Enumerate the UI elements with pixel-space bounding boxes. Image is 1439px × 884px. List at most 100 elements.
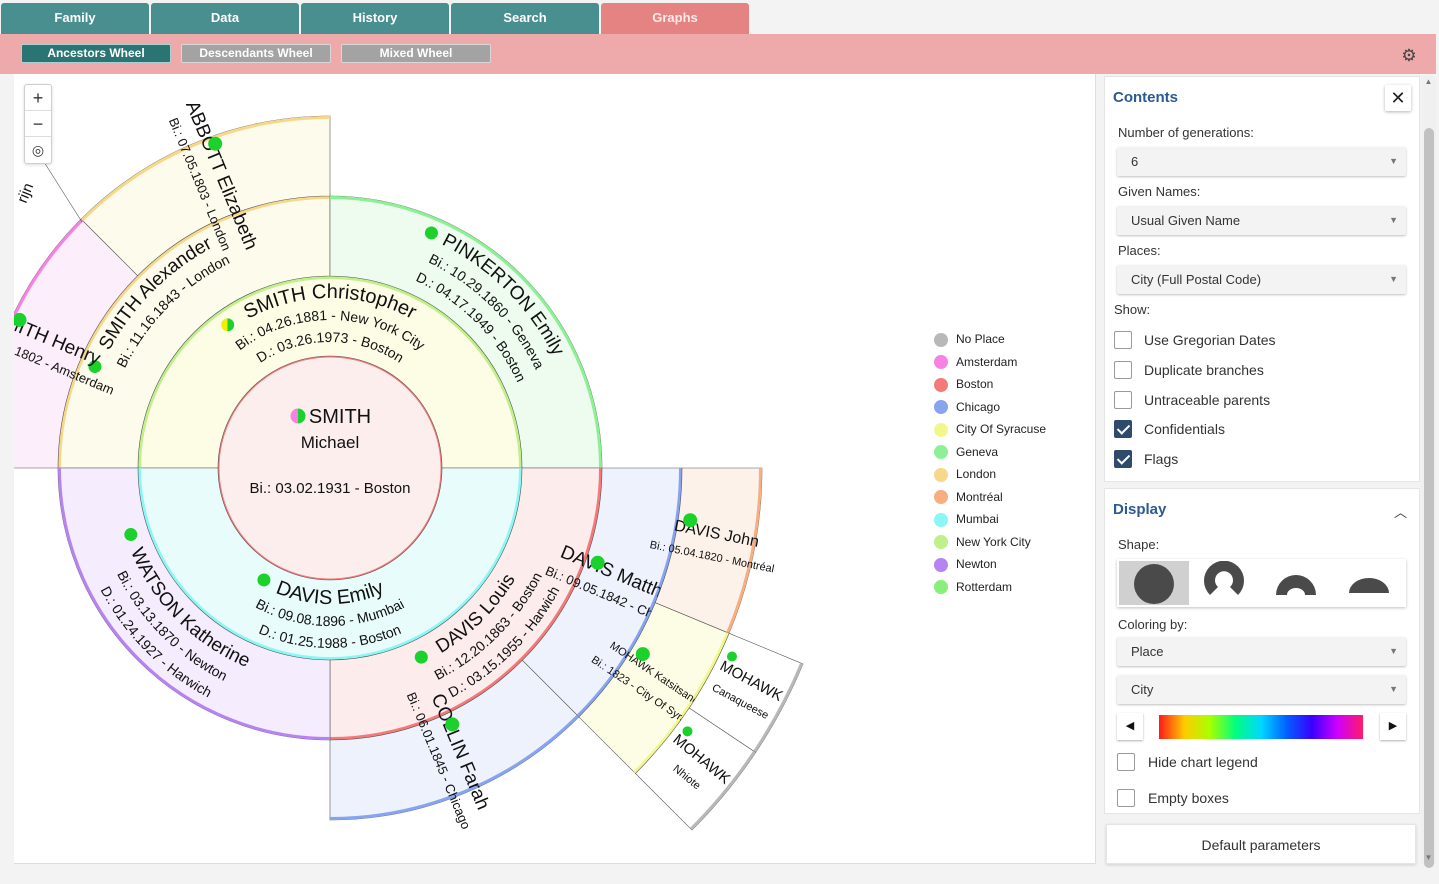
root-person-circle[interactable]: [216, 354, 444, 582]
display-title: Display: [1113, 501, 1167, 518]
close-icon[interactable]: ✕: [1385, 85, 1411, 111]
mixed-wheel-button[interactable]: Mixed Wheel: [341, 44, 491, 63]
gregorian-dates-label: Use Gregorian Dates: [1144, 332, 1276, 348]
default-parameters-button[interactable]: Default parameters: [1106, 824, 1416, 864]
descendants-wheel-button[interactable]: Descendants Wheel: [181, 44, 331, 63]
legend-label: City Of Syracuse: [956, 422, 1047, 436]
sector-outer-border: [576, 467, 682, 717]
legend-color-swatch: [934, 445, 948, 460]
flags-checkbox[interactable]: [1114, 450, 1132, 468]
flag-dot: [14, 312, 27, 327]
flag-dot: [683, 513, 698, 528]
gregorian-dates-checkbox[interactable]: [1114, 331, 1132, 349]
partial-sector-border: [43, 161, 83, 223]
flag-dot: [424, 226, 438, 240]
tab-graphs[interactable]: Graphs: [601, 3, 749, 34]
duplicate-branches-checkbox[interactable]: [1114, 361, 1132, 379]
legend-color-swatch: [934, 332, 948, 347]
scroll-thumb[interactable]: [1424, 128, 1434, 868]
legend-label: Montréal: [956, 489, 1003, 504]
given-names-select[interactable]: Usual Given Name: [1117, 206, 1406, 235]
partial-person-name: rijn: [14, 181, 37, 206]
sector-outer-border: [329, 714, 579, 820]
legend-label: Mumbai: [956, 512, 999, 526]
tab-data[interactable]: Data: [151, 3, 299, 34]
sector-outer-border: [58, 467, 331, 740]
sector-outer-border: [329, 467, 602, 740]
generations-select[interactable]: 6: [1117, 147, 1406, 176]
flag-dot: [124, 528, 138, 542]
empty-boxes-label: Empty boxes: [1148, 790, 1229, 806]
hide-legend-label: Hide chart legend: [1148, 754, 1258, 770]
scroll-down-icon[interactable]: ▼: [1424, 853, 1433, 862]
coloring-sub-select[interactable]: City: [1117, 675, 1406, 704]
full-circle-icon: [1134, 564, 1174, 604]
contents-panel: Contents ✕ Number of generations: 6 Give…: [1104, 76, 1420, 482]
graph-type-bar: Ancestors Wheel Descendants Wheel Mixed …: [0, 34, 1436, 74]
flag-dot: [88, 360, 102, 374]
scale-left-arrow-icon[interactable]: ◀: [1117, 713, 1143, 740]
legend-color-swatch: [934, 490, 948, 505]
shape-full-circle[interactable]: [1119, 561, 1189, 605]
ancestors-wheel-button[interactable]: Ancestors Wheel: [21, 44, 171, 63]
sector-outer-border: [81, 116, 331, 222]
display-panel: Display ︿ Shape: Coloring by: Place City…: [1104, 488, 1420, 814]
legend-label: Geneva: [956, 444, 999, 459]
sector-outer-border: [138, 467, 522, 660]
hide-legend-checkbox[interactable]: [1117, 753, 1135, 771]
shape-half[interactable]: [1261, 561, 1331, 605]
confidentials-checkbox[interactable]: [1114, 420, 1132, 438]
zoom-in-button[interactable]: +: [25, 85, 51, 111]
tab-history[interactable]: History: [301, 3, 449, 34]
sector-outer-border: [138, 276, 522, 469]
legend-label: Chicago: [956, 399, 1001, 414]
root-given-name: Michael: [301, 433, 360, 452]
shape-three-quarter[interactable]: [1189, 560, 1259, 605]
legend-label: Amsterdam: [956, 354, 1018, 369]
root-birth: Bi.: 03.02.1931 - Boston: [250, 480, 411, 497]
tab-family[interactable]: Family: [1, 3, 149, 34]
arc-wheel-icon: [1349, 578, 1389, 593]
gear-icon[interactable]: ⚙: [1401, 46, 1417, 65]
zoom-out-button[interactable]: −: [25, 111, 51, 137]
color-spectrum[interactable]: [1159, 715, 1363, 739]
legend-item: No Place: [934, 332, 1046, 355]
duplicate-branches-label: Duplicate branches: [1144, 362, 1264, 378]
shape-arc[interactable]: [1333, 561, 1403, 605]
flag-dot: [726, 651, 737, 662]
generations-label: Number of generations:: [1118, 125, 1254, 140]
legend-color-swatch: [934, 355, 948, 370]
legend-item: Rotterdam: [934, 580, 1046, 603]
legend-color-swatch: [934, 535, 948, 550]
panel-scrollbar[interactable]: ▲ ▼: [1421, 76, 1436, 868]
scale-right-arrow-icon[interactable]: ▶: [1380, 713, 1406, 740]
flag-dot: [682, 726, 693, 737]
locate-icon[interactable]: ◎: [31, 142, 45, 158]
places-select[interactable]: City (Full Postal Code): [1117, 265, 1406, 294]
flag-dot: [208, 136, 223, 151]
coloring-select[interactable]: Place: [1117, 637, 1406, 666]
sector-outer-border: [14, 219, 84, 320]
sector-outer-border: [753, 662, 804, 753]
root-flag-dot: [290, 408, 306, 424]
chevron-up-icon[interactable]: ︿: [1393, 505, 1407, 520]
empty-boxes-checkbox[interactable]: [1117, 789, 1135, 807]
legend-item: Geneva: [934, 445, 1046, 468]
legend-item: Mumbai: [934, 512, 1046, 535]
flag-dot: [635, 647, 650, 662]
legend-item: Montréal: [934, 490, 1046, 513]
contents-title: Contents: [1113, 89, 1178, 106]
legend-color-swatch: [934, 422, 948, 437]
scroll-up-icon[interactable]: ▲: [1424, 77, 1433, 86]
tab-search[interactable]: Search: [451, 3, 599, 34]
legend-label: London: [956, 467, 997, 481]
untraceable-parents-checkbox[interactable]: [1114, 391, 1132, 409]
shape-selector: [1117, 559, 1406, 607]
legend-color-swatch: [934, 580, 948, 595]
